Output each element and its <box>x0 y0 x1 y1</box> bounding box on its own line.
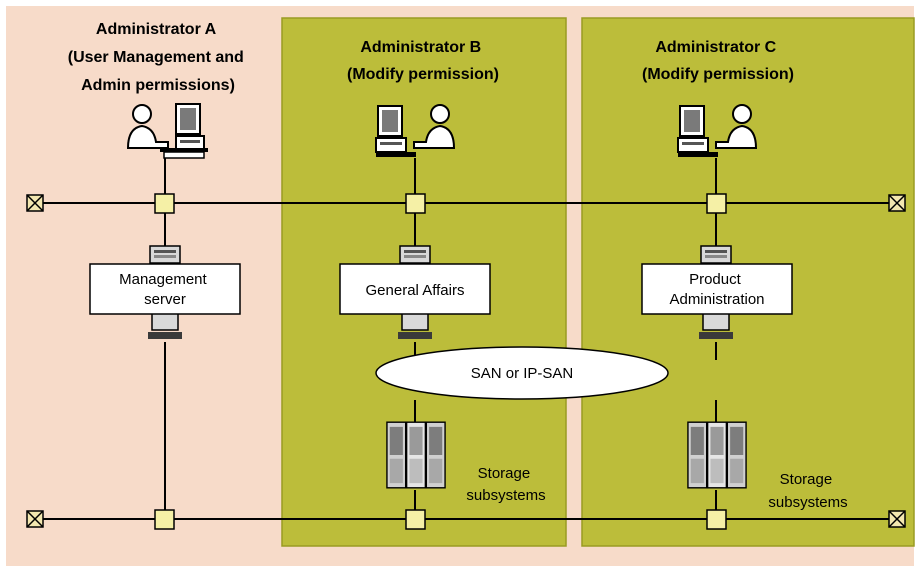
administrator-c-title: Administrator C (Modify permission) <box>642 39 794 83</box>
line-terminator-icon <box>888 510 906 528</box>
server-icon <box>149 245 181 264</box>
management-server-label: Management server <box>119 271 211 308</box>
product-administration-box <box>641 263 793 315</box>
lan-node-icon <box>405 193 426 214</box>
storage-array-icon <box>687 421 747 489</box>
lan-node-icon <box>154 193 175 214</box>
lan-node-icon <box>154 509 175 530</box>
lan-node-icon <box>405 509 426 530</box>
storage-c-label: Storage subsystems <box>768 471 847 511</box>
storage-b-label: Storage subsystems <box>466 465 545 504</box>
server-base-icon <box>396 314 434 340</box>
line-terminator-icon <box>26 194 44 212</box>
lan-node-icon <box>706 509 727 530</box>
server-base-icon <box>697 314 735 340</box>
administrator-a-title: Administrator A (User Management and Adm… <box>68 21 249 94</box>
storage-array-icon <box>386 421 446 489</box>
line-terminator-icon <box>888 194 906 212</box>
san-label: SAN or IP-SAN <box>471 365 574 382</box>
line-terminator-icon <box>26 510 44 528</box>
server-icon <box>399 245 431 264</box>
general-affairs-label: General Affairs <box>366 282 465 299</box>
management-server-box <box>89 263 241 315</box>
product-administration-label: Product Administration <box>669 271 764 308</box>
general-affairs-box <box>339 263 491 315</box>
server-icon <box>700 245 732 264</box>
server-base-icon <box>146 314 184 340</box>
administrator-b-title: Administrator B (Modify permission) <box>347 39 499 83</box>
san-ellipse <box>375 346 669 400</box>
lan-node-icon <box>706 193 727 214</box>
